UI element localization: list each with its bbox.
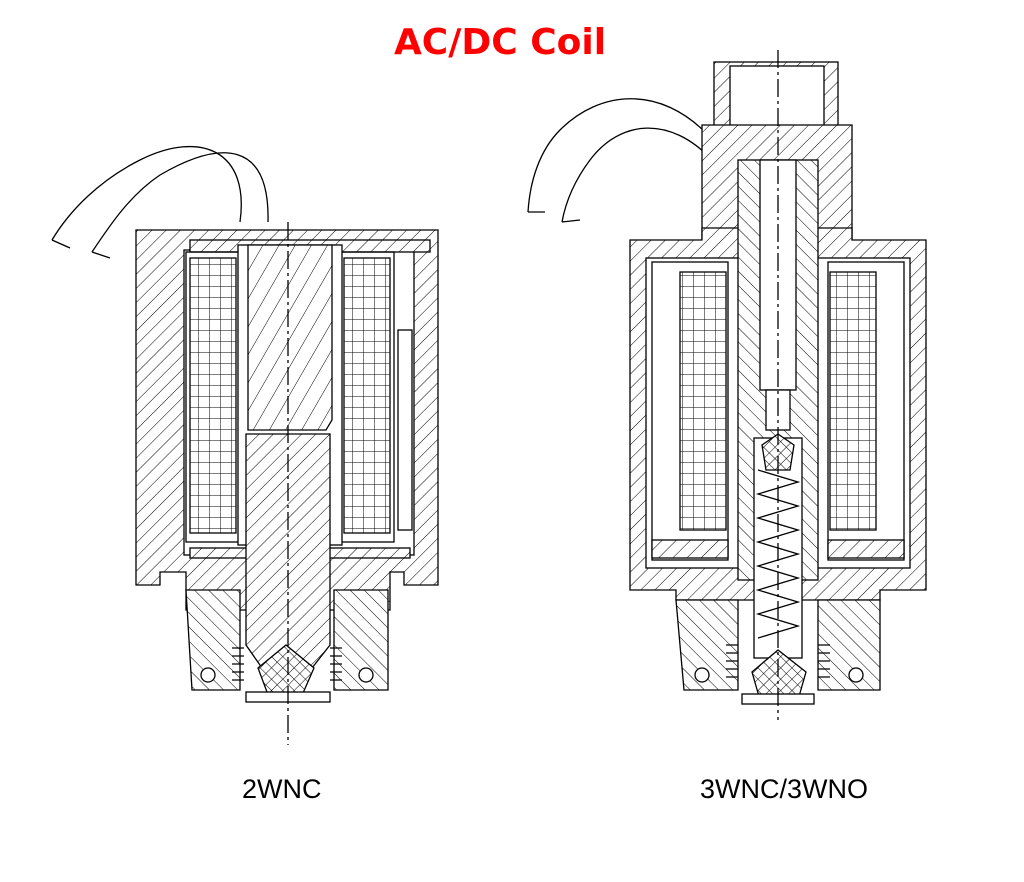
caption-3wnc-3wno: 3WNC/3WNO [700,774,868,804]
valve-2wnc-drawing [51,145,439,745]
page-title: AC/DC Coil [393,22,607,63]
caption-2wnc: 2WNC [242,774,322,804]
valve-3wnc-3wno-drawing [527,50,927,720]
